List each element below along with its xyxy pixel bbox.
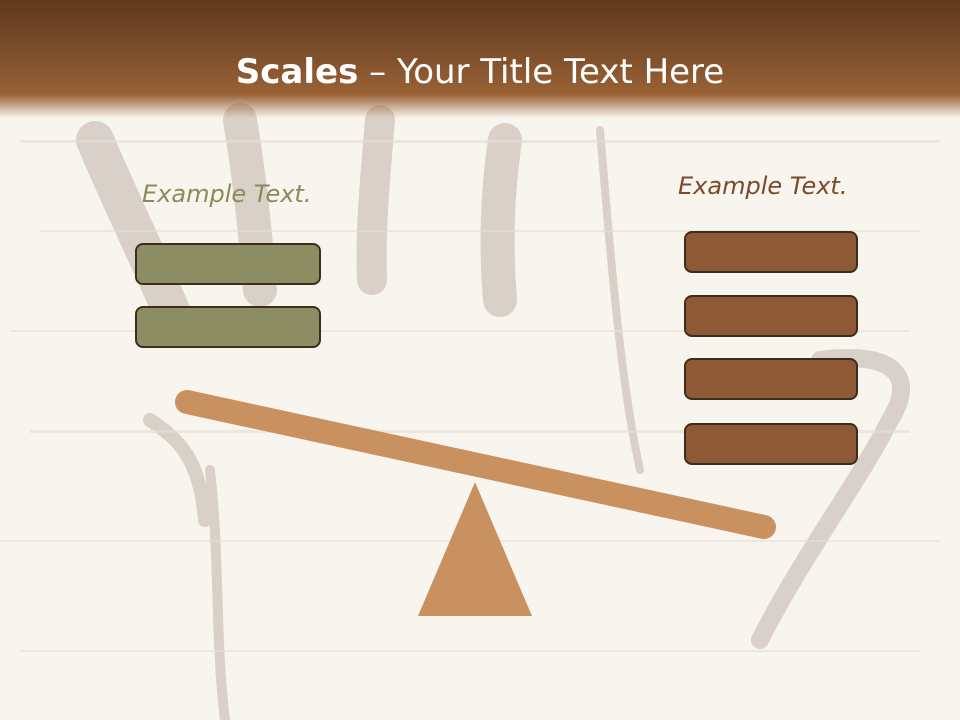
right-box-3 <box>684 358 858 400</box>
right-box-1 <box>684 231 858 273</box>
slide-title: Scales – Your Title Text Here <box>0 52 960 92</box>
right-box-4 <box>684 423 858 465</box>
left-box-1 <box>135 243 321 285</box>
right-label: Example Text. <box>678 172 848 200</box>
scale-fulcrum <box>418 482 532 616</box>
scale-beam <box>175 390 776 539</box>
title-bar <box>0 0 960 118</box>
left-label: Example Text. <box>142 180 312 208</box>
right-box-2 <box>684 295 858 337</box>
title-rest: – Your Title Text Here <box>358 52 725 92</box>
left-box-2 <box>135 306 321 348</box>
title-bold: Scales <box>235 52 359 92</box>
